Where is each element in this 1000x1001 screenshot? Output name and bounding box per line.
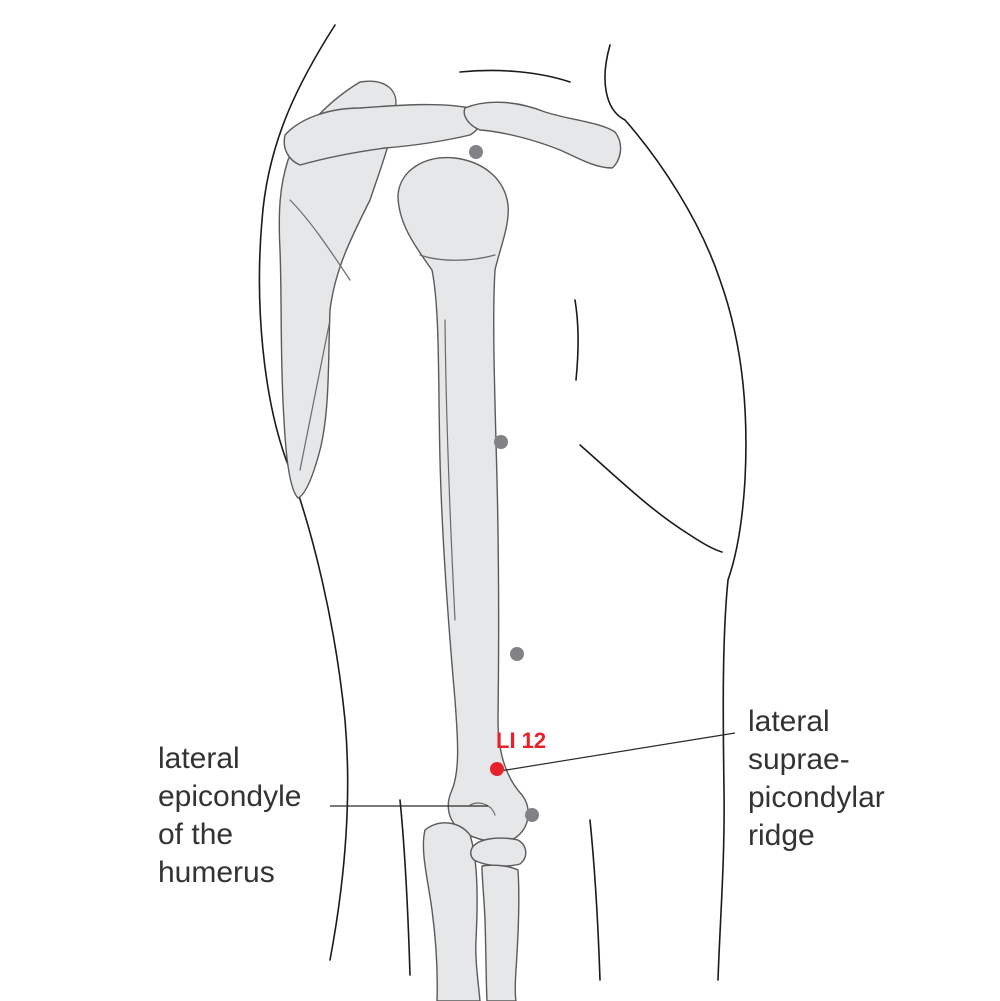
acupoint-markers	[469, 145, 539, 822]
label-lateral-epicondyle: lateral epicondyle of the humerus	[158, 740, 301, 892]
armpit-line	[574, 299, 579, 381]
radius-head	[469, 837, 527, 867]
leader-line-ridge	[499, 732, 736, 772]
acupoint-marker	[469, 145, 483, 159]
clavicle	[463, 101, 622, 169]
humerus-neck-line	[419, 254, 496, 261]
label-lateral-supraepicondylar-ridge: lateral suprae- picondylar ridge	[748, 703, 885, 855]
scapula-bone	[278, 80, 397, 499]
acupoint-li12-label: LI 12	[496, 728, 547, 753]
label-line: lateral	[748, 705, 830, 738]
forearm-bones	[422, 822, 527, 1001]
chest-contour	[604, 44, 747, 981]
acupoint-marker	[525, 808, 539, 822]
pectoral-line	[579, 444, 723, 553]
ulna	[422, 822, 481, 1001]
label-line: ridge	[748, 819, 815, 852]
shoulder-top-contour	[459, 69, 571, 83]
label-line: picondylar	[748, 781, 885, 814]
radius	[481, 864, 520, 1001]
scapula-blade	[278, 80, 397, 499]
scapula-spine-line	[289, 199, 351, 281]
arm-front-contour	[589, 819, 601, 981]
acromion	[283, 103, 481, 166]
label-line: suprae-	[748, 743, 850, 776]
acupoint-marker	[510, 647, 524, 661]
label-line: humerus	[158, 856, 275, 889]
scapula-border-line	[299, 319, 331, 471]
arm-back-contour	[399, 799, 411, 976]
label-line: epicondyle	[158, 780, 302, 813]
humerus-shaft-line	[444, 319, 456, 621]
epicondyle-curve	[469, 802, 496, 816]
label-line: of the	[158, 818, 234, 851]
humerus	[397, 156, 529, 843]
humerus-bone	[397, 156, 529, 843]
acupoint-marker	[494, 435, 508, 449]
acupoint-li12-marker	[490, 762, 504, 776]
label-line: lateral	[158, 742, 240, 775]
